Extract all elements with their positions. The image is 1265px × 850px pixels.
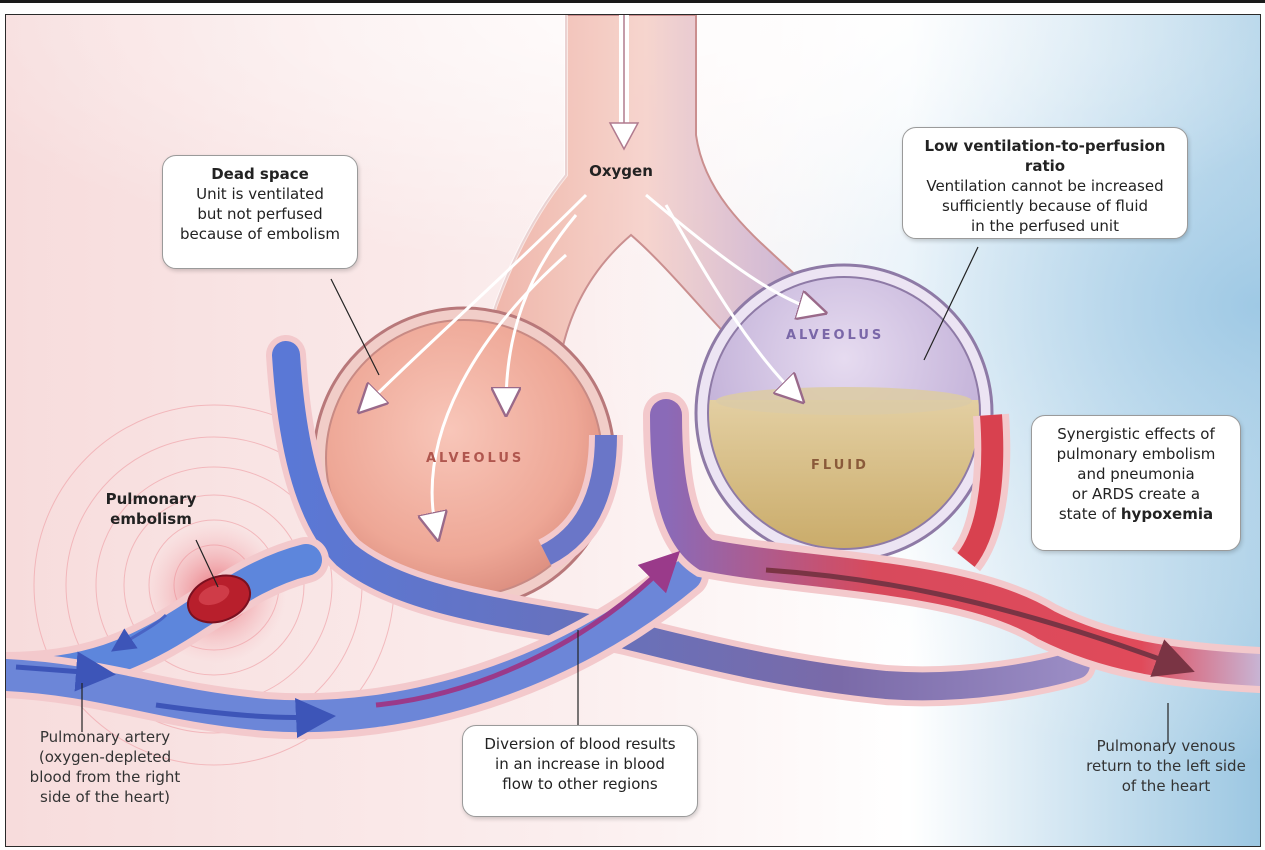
pulmonary-venous-caption: Pulmonary venous return to the left side… (1076, 736, 1256, 796)
illustration-panel: Oxygen ALVEOLUS ALVEOLUS FLUID Pulmonary… (5, 14, 1261, 847)
fluid-label: FLUID (811, 458, 869, 473)
alveolus-right-label: ALVEOLUS (786, 328, 884, 343)
top-rule (0, 0, 1265, 3)
dead-space-callout: Dead space Unit is ventilated but not pe… (162, 155, 358, 269)
synergy-callout: Synergistic effects of pulmonary embolis… (1031, 415, 1241, 551)
oxygen-label: Oxygen (581, 161, 661, 181)
diversion-callout: Diversion of blood results in an increas… (462, 725, 698, 817)
pulmonary-artery-caption: Pulmonary artery (oxygen-depleted blood … (20, 727, 190, 807)
alveolus-left-label: ALVEOLUS (426, 451, 524, 466)
low-vq-callout: Low ventilation-to-perfusion ratio Venti… (902, 127, 1188, 239)
